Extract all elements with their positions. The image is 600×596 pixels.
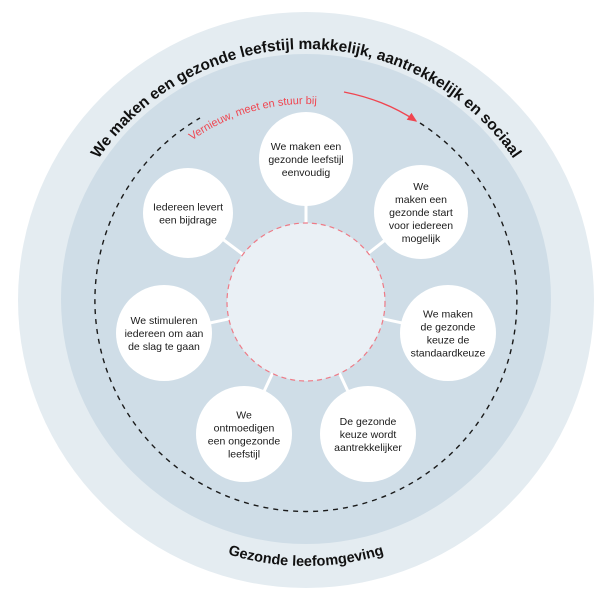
connector-top-left bbox=[221, 237, 246, 257]
node-label-line: gezonde start bbox=[389, 207, 453, 219]
connector-left bbox=[208, 316, 232, 325]
cycle-arrow-icon bbox=[343, 91, 418, 122]
node-label-line: gezonde leefstijl bbox=[268, 154, 343, 166]
node-label-line: keuze wordt bbox=[340, 429, 397, 441]
node-circle bbox=[196, 386, 292, 482]
node-label-line: standaardkeuze bbox=[411, 348, 486, 360]
connector-right bbox=[380, 316, 404, 325]
node-label-line: een bijdrage bbox=[159, 215, 217, 227]
node-label-line: We bbox=[236, 410, 252, 422]
node-circle bbox=[374, 165, 468, 259]
cycle-dashed-ring bbox=[94, 117, 518, 513]
center-circle bbox=[226, 222, 386, 382]
node-circle bbox=[320, 386, 416, 482]
connector-bottom-left bbox=[262, 371, 275, 394]
connector-top-right bbox=[365, 238, 387, 256]
node-circle bbox=[116, 285, 212, 381]
node-label-line: De gezonde bbox=[340, 416, 397, 428]
connector-bottom-right bbox=[337, 371, 350, 394]
node-label-line: We bbox=[413, 181, 429, 193]
node-label-line: We maken bbox=[423, 309, 473, 321]
node-label-line: de gezonde bbox=[421, 322, 476, 334]
node-label-line: We stimuleren bbox=[131, 315, 198, 327]
node-label-line: ontmoedigen bbox=[214, 423, 275, 435]
connectors bbox=[208, 204, 404, 394]
node-label-line: We maken een bbox=[271, 141, 342, 153]
node-label-line: een ongezonde bbox=[208, 436, 281, 448]
node-label-line: iedereen om aan bbox=[125, 328, 204, 340]
node-label-line: mogelijk bbox=[402, 233, 441, 245]
node-label-line: keuze de bbox=[427, 335, 470, 347]
node-circle bbox=[143, 168, 233, 258]
node-label-line: de slag te gaan bbox=[128, 341, 200, 353]
node-circle bbox=[400, 285, 496, 381]
node-label-line: maken een bbox=[395, 194, 447, 206]
node-label-line: leefstijl bbox=[228, 449, 260, 461]
node-label-line: Iedereen levert bbox=[153, 202, 223, 214]
node-circle bbox=[259, 112, 353, 206]
node-label-line: aantrekkelijker bbox=[334, 442, 402, 454]
node-label-line: eenvoudig bbox=[282, 167, 331, 179]
node-label-line: voor iedereen bbox=[389, 220, 453, 232]
